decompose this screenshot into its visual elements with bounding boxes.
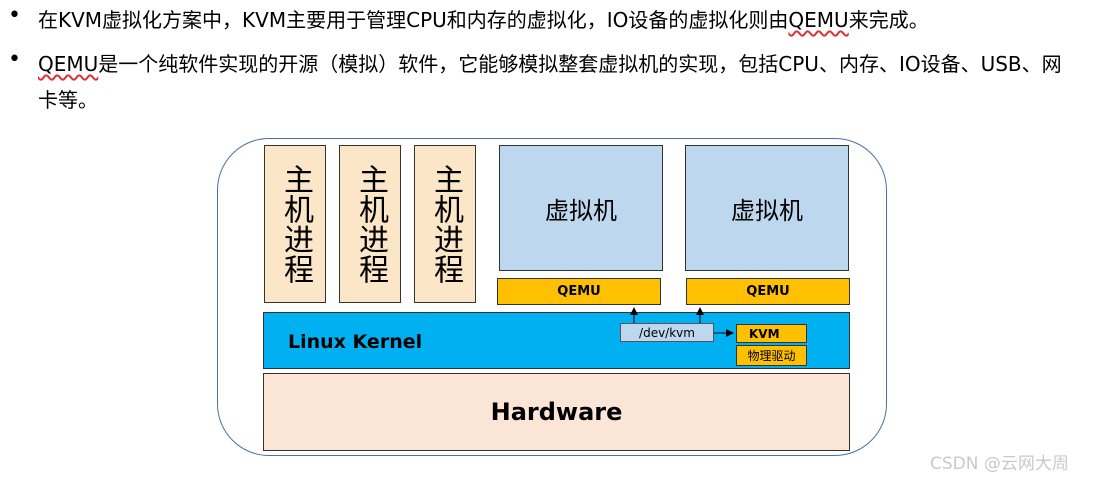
linux-kernel-label: Linux Kernel bbox=[288, 331, 423, 353]
vm-box-1: 虚拟机 bbox=[499, 145, 663, 271]
watermark: CSDN @云网大周 bbox=[930, 454, 1069, 474]
diagram-frame bbox=[217, 138, 887, 456]
qemu-label: QEMU bbox=[557, 284, 601, 299]
hardware-box: Hardware bbox=[263, 373, 850, 451]
physical-driver-label: 物理驱动 bbox=[747, 349, 796, 363]
bullet-dot: • bbox=[8, 3, 21, 28]
dev-kvm-box: /dev/kvm bbox=[620, 323, 714, 342]
qemu-box-2: QEMU bbox=[686, 278, 850, 305]
bullet-text-marked: QEMU bbox=[788, 8, 849, 32]
qemu-box-1: QEMU bbox=[497, 278, 661, 305]
bullet-dot: • bbox=[8, 47, 21, 72]
bullet-text-part: 是一个纯软件实现的开源（模拟）软件，它能够模拟整套虚拟机的实现，包括CPU、内存… bbox=[38, 52, 1062, 112]
host-process-box-2: 主机进程 bbox=[339, 145, 401, 303]
bullet-text: QEMU是一个纯软件实现的开源（模拟）软件，它能够模拟整套虚拟机的实现，包括CP… bbox=[38, 46, 1078, 118]
bullet-text-part: 在KVM虚拟化方案中，KVM主要用于管理CPU和内存的虚拟化，IO设备的虚拟化则… bbox=[38, 8, 789, 32]
kvm-label: KVM bbox=[749, 326, 780, 341]
bullet-text: 在KVM虚拟化方案中，KVM主要用于管理CPU和内存的虚拟化，IO设备的虚拟化则… bbox=[38, 2, 1078, 38]
bullet-text-marked: QEMU bbox=[38, 52, 99, 76]
host-process-label: 主机进程 bbox=[278, 164, 313, 284]
vm-label: 虚拟机 bbox=[731, 196, 803, 225]
vm-label: 虚拟机 bbox=[545, 196, 617, 225]
bullet-item-1: • 在KVM虚拟化方案中，KVM主要用于管理CPU和内存的虚拟化，IO设备的虚拟… bbox=[8, 2, 1078, 38]
vm-box-2: 虚拟机 bbox=[685, 145, 849, 271]
kvm-box: KVM bbox=[736, 324, 807, 343]
host-process-label: 主机进程 bbox=[353, 164, 388, 284]
qemu-label: QEMU bbox=[746, 284, 790, 299]
physical-driver-box: 物理驱动 bbox=[736, 345, 807, 366]
hardware-label: Hardware bbox=[490, 398, 623, 426]
host-process-box-1: 主机进程 bbox=[264, 145, 326, 303]
bullet-text-part: 来完成。 bbox=[848, 8, 929, 32]
bullet-item-2: • QEMU是一个纯软件实现的开源（模拟）软件，它能够模拟整套虚拟机的实现，包括… bbox=[8, 46, 1078, 118]
host-process-box-3: 主机进程 bbox=[414, 145, 476, 303]
dev-kvm-label: /dev/kvm bbox=[639, 325, 695, 340]
host-process-label: 主机进程 bbox=[428, 164, 463, 284]
